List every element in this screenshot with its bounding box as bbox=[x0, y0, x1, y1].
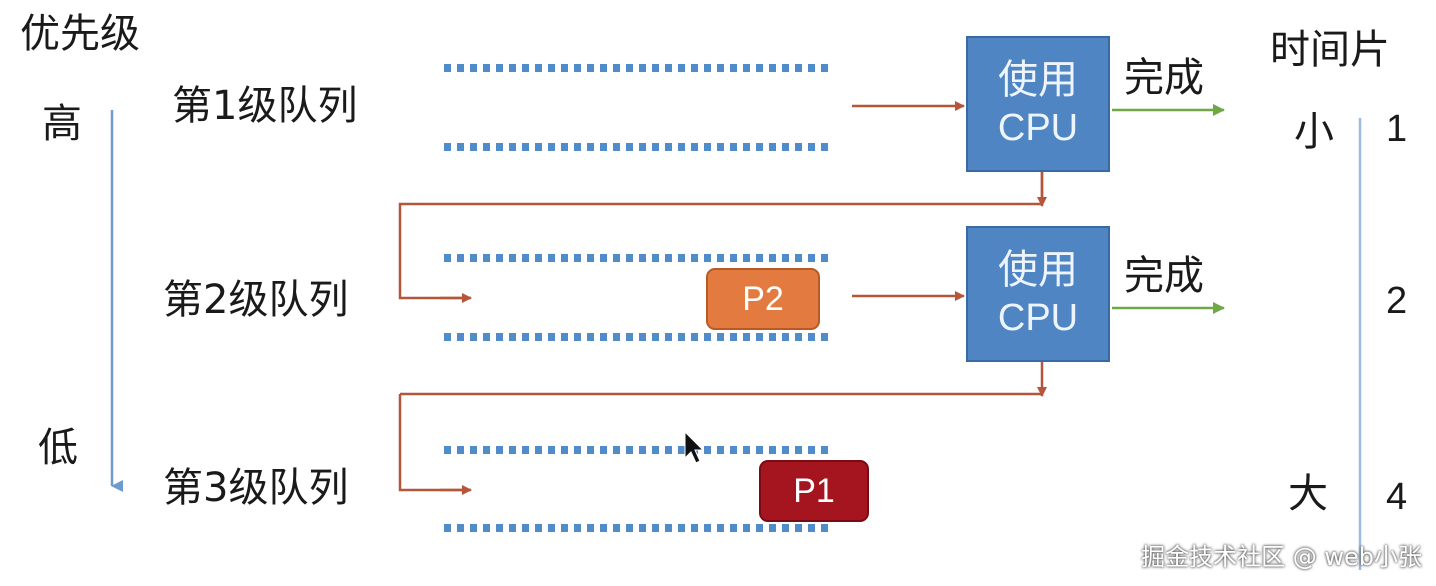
process-p1: P1 bbox=[759, 460, 869, 522]
time-slice-small-label: 小 bbox=[1294, 109, 1334, 155]
time-slice-large-label: 大 bbox=[1288, 471, 1328, 517]
priority-low-label: 低 bbox=[38, 425, 78, 471]
time-slice-value-2: 2 bbox=[1386, 280, 1408, 322]
process-p2: P2 bbox=[706, 268, 820, 330]
cpu-2-done-label: 完成 bbox=[1124, 253, 1204, 299]
cpu-box-1-line2: CPU bbox=[997, 107, 1079, 149]
demote-to-queue-3-line bbox=[398, 392, 1042, 492]
cpu-box-2: 使用 CPU bbox=[966, 226, 1110, 362]
cpu-box-2-line2: CPU bbox=[997, 297, 1079, 339]
mouse-cursor-icon bbox=[684, 430, 705, 464]
cpu-box-1: 使用 CPU bbox=[966, 36, 1110, 172]
priority-high-label: 高 bbox=[42, 101, 82, 147]
cpu-box-1-line1: 使用 bbox=[998, 57, 1078, 103]
priority-title: 优先级 bbox=[20, 11, 140, 57]
queue-3-label: 第3级队列 bbox=[163, 465, 349, 511]
time-slice-title: 时间片 bbox=[1270, 27, 1390, 73]
watermark: 掘金技术社区 @ web小张 bbox=[1141, 543, 1422, 571]
queue-2-label: 第2级队列 bbox=[163, 277, 349, 323]
queue-1-label: 第1级队列 bbox=[172, 83, 358, 129]
time-slice-value-1: 1 bbox=[1386, 108, 1408, 150]
cpu-box-2-line1: 使用 bbox=[998, 247, 1078, 293]
cpu-1-done-label: 完成 bbox=[1124, 55, 1204, 101]
time-slice-value-4: 4 bbox=[1386, 476, 1408, 518]
